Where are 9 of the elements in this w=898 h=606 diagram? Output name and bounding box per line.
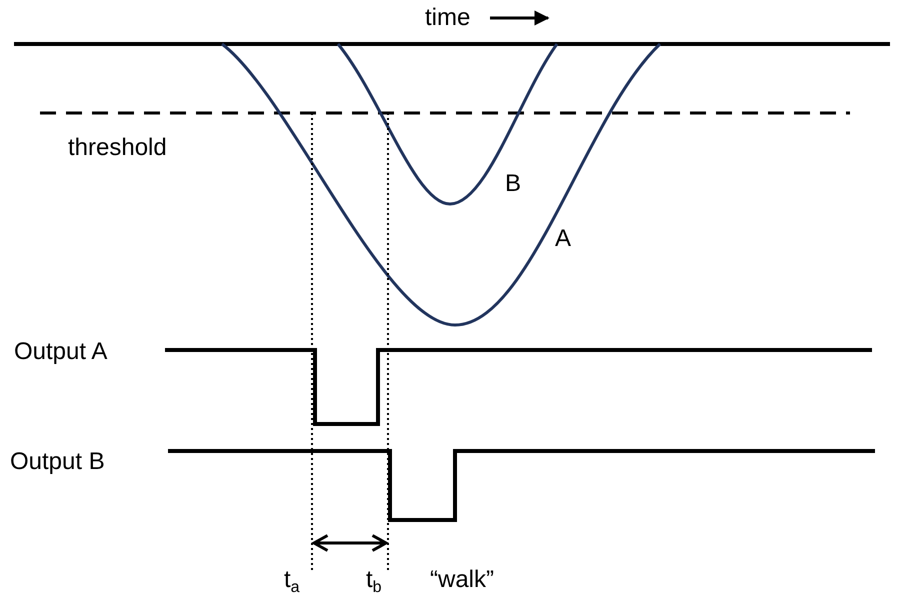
axis-label: time (425, 4, 470, 32)
curve-label: B (505, 170, 522, 198)
time-marker-label: t$_{b}$ (366, 566, 382, 594)
signal-label: Output B (10, 448, 105, 476)
curve-label: A (555, 225, 572, 253)
threshold-label: threshold (68, 134, 167, 162)
time-marker-label: t$_{a}$ (284, 566, 300, 594)
signal-label: Output A (14, 338, 108, 366)
annotation-label: “walk” (430, 566, 494, 594)
